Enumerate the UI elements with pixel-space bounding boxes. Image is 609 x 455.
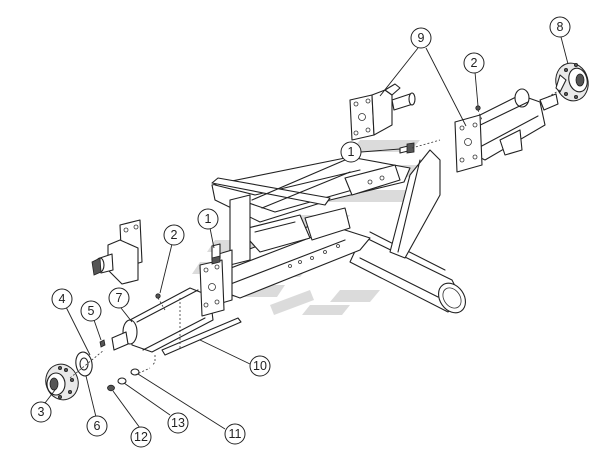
callout-number: 1: [348, 145, 355, 159]
right-axle-assembly: [454, 88, 559, 173]
callout-number: 6: [94, 419, 101, 433]
callout-number: 12: [134, 430, 148, 444]
hub-right: [555, 62, 589, 102]
callout-10: 10: [249, 355, 271, 377]
callout-3: 3: [30, 401, 52, 423]
callout-number: 1: [205, 212, 212, 226]
callout-7: 7: [108, 287, 130, 309]
callout-2-upper: 2: [463, 52, 485, 74]
left-axle-assembly: [111, 259, 242, 367]
callout-12: 12: [130, 426, 152, 448]
callout-number: 2: [171, 228, 178, 242]
callout-6: 6: [86, 415, 108, 437]
callout-number: 7: [116, 291, 123, 305]
callout-11: 11: [224, 423, 246, 445]
callout-number: 10: [253, 359, 267, 373]
leader-lines: [44, 36, 569, 430]
callout-number: 2: [471, 56, 478, 70]
callout-number: 13: [171, 416, 185, 430]
callout-4: 4: [51, 288, 73, 310]
callout-number: 8: [557, 20, 564, 34]
callout-1-upper: 1: [340, 141, 362, 163]
upper-torsion-cartridge: [349, 83, 416, 141]
callout-number: 3: [38, 405, 45, 419]
callout-number: 4: [59, 292, 66, 306]
callout-number: 5: [88, 304, 95, 318]
left-torsion-cartridge: [91, 219, 143, 285]
callout-number: 11: [229, 427, 242, 441]
callout-13: 13: [167, 412, 189, 434]
callout-9: 9: [410, 27, 432, 49]
callout-1-lower: 1: [197, 208, 219, 230]
callout-5: 5: [80, 300, 102, 322]
callout-number: 9: [418, 31, 425, 45]
fasteners: [69, 89, 561, 392]
main-frame: [199, 149, 466, 314]
callout-2-lower: 2: [163, 224, 185, 246]
washer: [75, 351, 93, 377]
callout-8: 8: [549, 16, 571, 38]
